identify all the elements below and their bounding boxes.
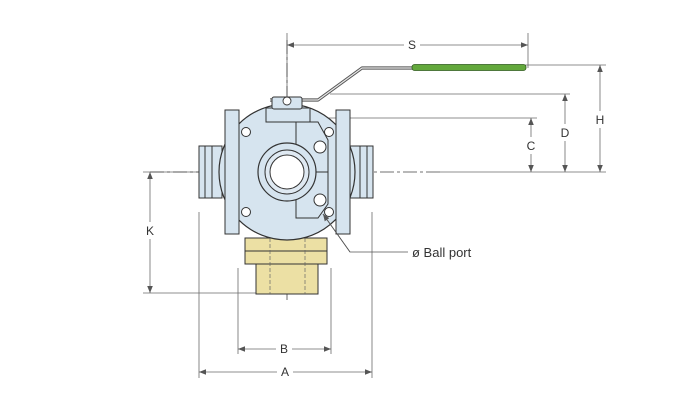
label-d: D	[561, 126, 570, 140]
label-ball-port: ø Ball port	[412, 245, 472, 260]
label-s: S	[408, 38, 416, 52]
label-c: C	[527, 139, 536, 153]
ball-port	[257, 142, 317, 202]
handle-lever	[270, 64, 527, 102]
label-k: K	[146, 224, 154, 238]
label-b: B	[280, 342, 288, 356]
label-a: A	[281, 365, 289, 379]
handle-grip	[411, 64, 527, 71]
side-connections	[198, 145, 374, 199]
label-h: H	[596, 113, 605, 127]
extension-lines	[143, 33, 606, 378]
bottom-port	[244, 237, 328, 295]
ball-port-leader	[322, 213, 408, 253]
dimension-labels: S H D C K B A ø Ball port	[142, 36, 608, 380]
